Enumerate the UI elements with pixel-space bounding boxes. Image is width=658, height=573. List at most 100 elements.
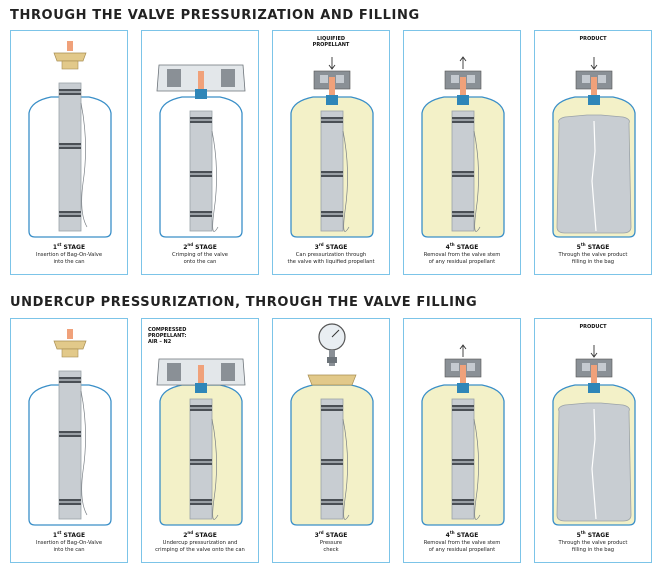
head-port-right (336, 75, 344, 83)
description-line-2: onto the can (183, 259, 217, 265)
top-label: PRODUCT (579, 324, 607, 330)
bag-band-stripe-1 (59, 91, 81, 93)
valve-stem (591, 365, 597, 383)
stage-word: STAGE (61, 532, 86, 539)
bag-fold-line (342, 130, 350, 232)
top-label: LIQUIFIED PROPELLANT (312, 36, 350, 48)
stage-ordinal: th (449, 242, 455, 247)
bag-band-stripe-3 (190, 501, 212, 503)
stage-illustration (552, 57, 636, 238)
arrow-down-icon (328, 57, 336, 70)
description-line-1: Through the valve product (558, 540, 628, 546)
stage-illustration (28, 329, 112, 526)
bag-band-stripe-1 (452, 407, 474, 409)
gauge-needle (331, 329, 340, 338)
stage-label: 3rd STAGE (273, 242, 389, 251)
bag-band-stripe-2 (321, 173, 343, 175)
stage-ordinal: rd (318, 530, 324, 535)
bag-band-stripe-2 (190, 461, 212, 463)
stage-illustration (290, 323, 374, 526)
check-cup (307, 374, 357, 386)
description-line-2: into the can (53, 547, 85, 553)
mounting-cup (53, 340, 87, 350)
stage-ordinal: st (57, 530, 62, 535)
gauge-fitting (327, 357, 337, 363)
head-port-left (451, 75, 459, 83)
head-port-right (467, 75, 475, 83)
stage-ordinal: nd (187, 530, 194, 535)
stage-number: 5 (576, 532, 581, 539)
section-title-1: THROUGH THE VALVE PRESSURIZATION AND FIL… (10, 8, 420, 23)
bag-tube (58, 82, 82, 232)
bag-band-stripe-3 (59, 213, 81, 215)
description-line-2: check (323, 547, 339, 553)
can-outline (421, 96, 505, 238)
can-outline (552, 96, 636, 238)
bag-fold (591, 408, 597, 520)
head-port-right (467, 363, 475, 371)
stage-label: 5th STAGE (535, 242, 651, 251)
description-line-1: Pressure (319, 540, 343, 546)
stage-number: 1 (52, 244, 58, 251)
stage-illustration (421, 56, 505, 238)
arrow-up-icon (459, 344, 467, 357)
stage-word: STAGE (454, 532, 479, 539)
bag-band-stripe-3 (59, 501, 81, 503)
mounting-cup (53, 52, 87, 62)
bag-band-stripe-2 (452, 461, 474, 463)
cup-neck (61, 60, 79, 70)
stage-illustration (156, 358, 246, 526)
stage-label: 5th STAGE (535, 530, 651, 539)
stage-number: 1 (52, 532, 58, 539)
description-line-2: filling in the bag (571, 547, 615, 553)
bag-band-stripe-1 (190, 407, 212, 409)
can-outline (28, 384, 112, 526)
filled-bag (556, 114, 632, 234)
description-line-1: Undercup pressurization and (162, 540, 238, 546)
stage-word: STAGE (61, 244, 86, 251)
bag-band-stripe-2 (59, 433, 81, 435)
stage-illustration (421, 344, 505, 526)
bag-tube (58, 370, 82, 520)
arrow-up-icon (459, 56, 467, 69)
bag-band-stripe-2 (190, 173, 212, 175)
bag-band-stripe-2 (452, 173, 474, 175)
head-port-right (598, 363, 606, 371)
stage-number: 3 (314, 244, 319, 251)
bag-band-stripe-3 (452, 213, 474, 215)
stage-label: 3rd STAGE (273, 530, 389, 539)
description-line-1: Can pressurization through (295, 252, 367, 258)
stage-number: 3 (314, 532, 319, 539)
stage-word: STAGE (323, 532, 348, 539)
can-outline (28, 96, 112, 238)
bag-fold-line (211, 130, 219, 232)
bag-band-stripe-1 (190, 119, 212, 121)
bag-fold-line (80, 102, 88, 228)
crimp-jaw-right (221, 363, 235, 381)
head-port-left (582, 75, 590, 83)
bag-band-stripe-2 (59, 145, 81, 147)
description-line-1: Insertion of Bag-On-Valve (35, 252, 103, 258)
crimp-jaw-left (167, 363, 181, 381)
stage-label: 4th STAGE (404, 242, 520, 251)
valve-body (588, 95, 600, 105)
bag-band-stripe-3 (321, 501, 343, 503)
head-port-right (598, 75, 606, 83)
valve-stem (198, 365, 204, 383)
stage-number: 4 (445, 244, 450, 251)
arrow-down-icon (590, 345, 598, 358)
top-label: PRODUCT (579, 36, 607, 42)
bag-band-stripe-2 (321, 461, 343, 463)
valve-stem (591, 77, 597, 95)
stage-ordinal: th (580, 242, 586, 247)
stage-illustration (290, 57, 374, 238)
